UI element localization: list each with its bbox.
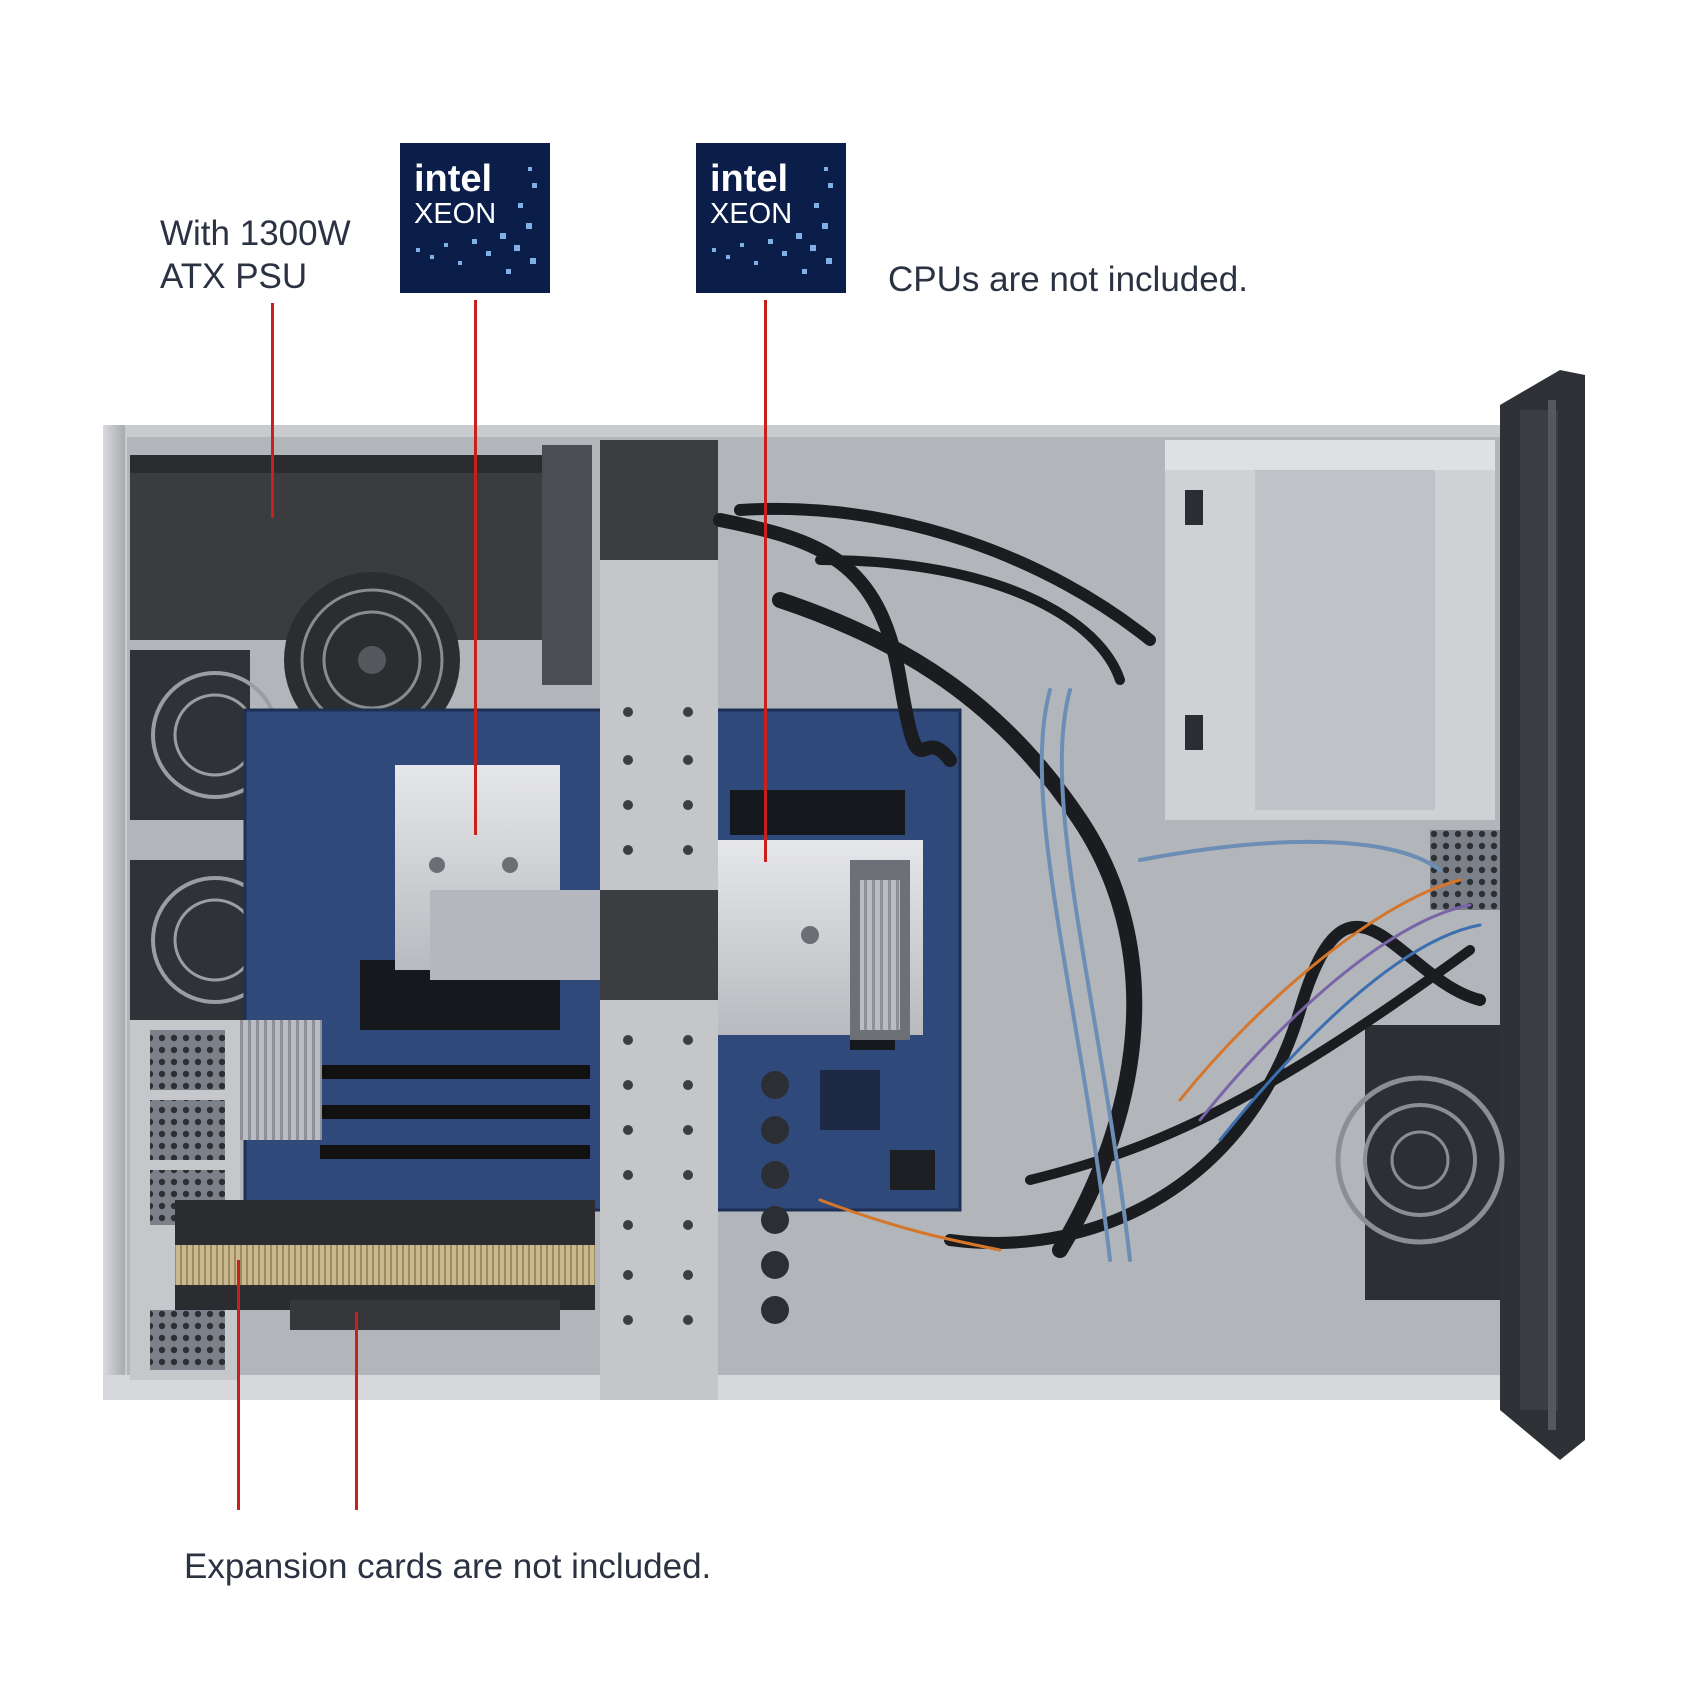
leader-line-psu bbox=[271, 303, 274, 518]
psu-caption: With 1300W ATX PSU bbox=[160, 214, 351, 296]
intel-xeon-logo-2: intel XEON bbox=[696, 143, 846, 293]
power-supply bbox=[130, 445, 592, 748]
cpu-cooler-2 bbox=[718, 840, 923, 1040]
center-bracket bbox=[600, 440, 718, 1400]
intel-xeon-logo-1: intel XEON bbox=[400, 143, 550, 293]
leader-line-expansion-2 bbox=[355, 1312, 358, 1510]
front-fan bbox=[1335, 830, 1505, 1300]
cable-bundles bbox=[713, 502, 1486, 1262]
leader-line-cpu-2 bbox=[764, 300, 767, 862]
leader-line-cpu-1 bbox=[474, 300, 477, 475]
graphics-cards bbox=[175, 1200, 595, 1330]
leader-line-expansion-1 bbox=[237, 1260, 240, 1510]
svg-text:XEON: XEON bbox=[710, 198, 792, 230]
svg-text:XEON: XEON bbox=[414, 198, 496, 230]
drive-cage bbox=[1165, 440, 1495, 820]
cpu-cooler-1 bbox=[395, 765, 600, 980]
expansion-slot-brackets bbox=[130, 1020, 789, 1380]
expansion-caption: Expansion cards are not included. bbox=[184, 1547, 712, 1586]
svg-text:intel: intel bbox=[414, 158, 492, 200]
rear-fans bbox=[130, 650, 279, 1025]
cpu-caption: CPUs are not included. bbox=[888, 260, 1248, 299]
svg-text:intel: intel bbox=[710, 158, 788, 200]
leader-line-cpu-1-lower bbox=[474, 475, 477, 835]
